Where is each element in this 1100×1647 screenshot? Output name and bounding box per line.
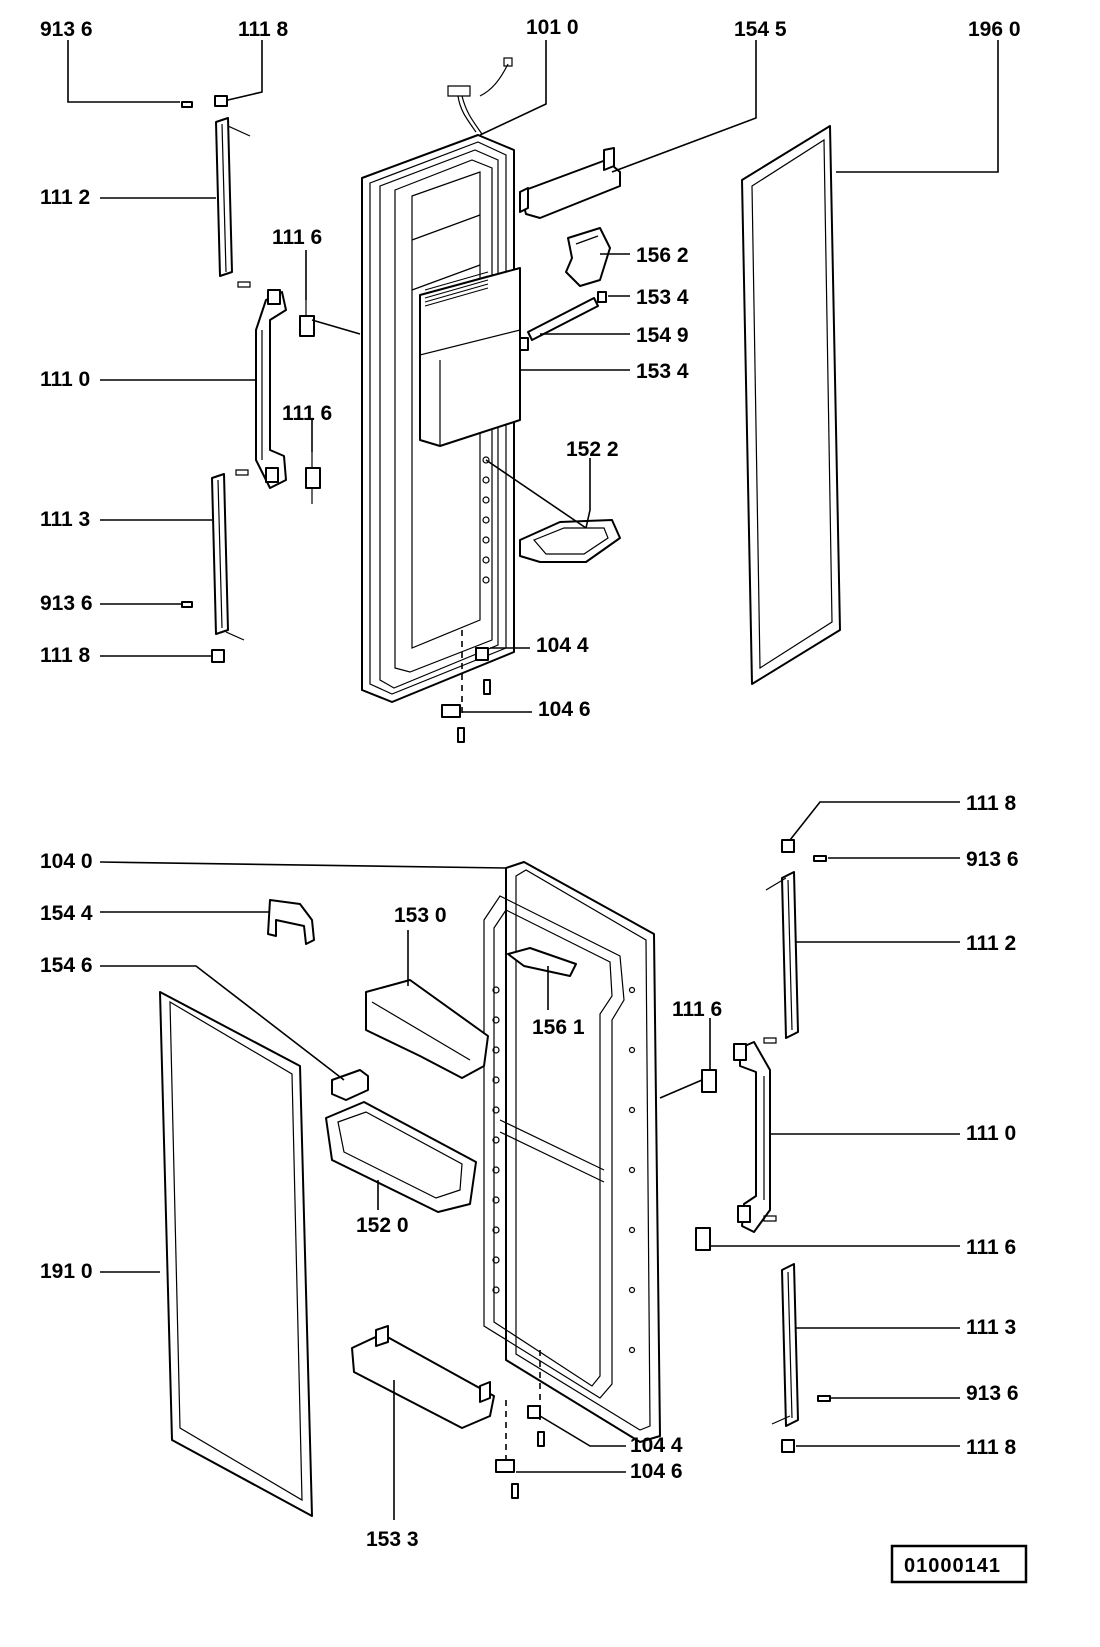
handle-clip-upper [299,315,315,337]
label-111-6-bottom-b: 111 6 [966,1236,1016,1259]
shelf-rail-bar [527,297,599,341]
dispenser-tray [519,519,621,563]
label-154-5: 154 5 [734,18,787,41]
handle-clip-lower [305,467,321,489]
screw-top-left [181,101,193,108]
label-153-3: 153 3 [366,1528,419,1551]
hinge-pin-screw-top [483,679,491,695]
label-152-2: 152 2 [566,438,619,461]
handle-clip-lower-right [695,1227,711,1251]
fridge-door-handle [733,1037,777,1233]
handle-clip-upper-right [701,1069,717,1093]
label-111-8-bottom-a: 111 8 [966,792,1017,815]
label-101-0: 101 0 [526,16,579,39]
freezer-door-gasket [741,125,841,685]
rail-stop-upper [597,291,607,303]
shelf-bracket [267,899,315,945]
label-191-0: 191 0 [40,1260,93,1283]
label-111-3-bottom: 111 3 [966,1316,1016,1339]
ice-chute-bottom [507,947,577,977]
hinge-screw-top [457,727,465,743]
fridge-door-gasket [159,991,313,1517]
label-104-4-bottom: 104 4 [630,1434,683,1457]
label-104-6-bottom: 104 6 [630,1460,683,1483]
label-154-4: 154 4 [40,902,93,925]
label-104-4-top: 104 4 [536,634,589,657]
label-111-8-top-a: 111 8 [238,18,289,41]
fridge-door-panel [483,861,661,1443]
label-111-6-top-a: 111 6 [272,226,322,249]
freezer-door-handle [235,281,287,489]
screw-bottom-right [817,1395,831,1402]
ice-chute [565,227,611,287]
rail-stop-lower [519,337,529,351]
label-111-6-bottom-a: 111 6 [672,998,722,1021]
label-153-4-top-b: 153 4 [636,360,689,383]
dairy-compartment-cover [365,979,489,1079]
label-913-6-top-a: 913 6 [40,18,93,41]
label-154-9: 154 9 [636,324,689,347]
hinge-bracket-top [441,704,461,718]
door-shelf-lower [351,1333,495,1429]
bottom-leader-lines [99,801,960,1520]
label-111-0-bottom: 111 0 [966,1122,1016,1145]
hinge-bushing-bottom [527,1405,541,1419]
label-913-6-bottom-a: 913 6 [966,848,1019,871]
label-111-2-top: 111 2 [40,186,90,209]
label-913-6-bottom-b: 913 6 [966,1382,1019,1405]
label-156-1: 156 1 [532,1016,585,1039]
label-111-3-top: 111 3 [40,508,90,531]
label-111-6-top-b: 111 6 [282,402,332,425]
label-196-0: 196 0 [968,18,1021,41]
hinge-pin-screw-bottom [537,1431,545,1447]
end-cap-bottom-right [781,1439,795,1453]
screw-bottom-left [181,601,193,608]
hinge-screw-bottom [511,1483,519,1499]
end-cap-top-right [781,839,795,853]
end-cap-bottom-left [211,649,225,663]
top-leader-lines [67,40,999,713]
label-154-6: 154 6 [40,954,93,977]
door-bin [325,1101,477,1213]
screw-top-right [813,855,827,862]
label-104-6-top: 104 6 [538,698,591,721]
freezer-door-panel [361,57,521,703]
label-153-4-top-a: 153 4 [636,286,689,309]
label-913-6-top-b: 913 6 [40,592,93,615]
top-assembly: 913 6 111 8 101 0 154 5 196 0 111 2 111 … [40,16,1021,743]
label-104-0: 104 0 [40,850,93,873]
door-shelf-rail [519,147,621,219]
hinge-bracket-bottom [495,1459,515,1473]
label-111-8-top-b: 111 8 [40,644,91,667]
label-153-0: 153 0 [394,904,447,927]
label-111-0-top: 111 0 [40,368,90,391]
end-cap-top-left [214,95,228,107]
drawing-number: 01000141 [904,1555,1001,1577]
label-111-2-bottom: 111 2 [966,932,1016,955]
label-156-2: 156 2 [636,244,689,267]
bottom-assembly: 111 8 104 0 913 6 154 4 153 0 111 2 154 … [40,792,1019,1551]
label-111-8-bottom-b: 111 8 [966,1436,1017,1459]
label-152-0: 152 0 [356,1214,409,1237]
hinge-bushing-top [475,647,489,661]
drawing-number-box: 01000141 [890,1544,1028,1584]
